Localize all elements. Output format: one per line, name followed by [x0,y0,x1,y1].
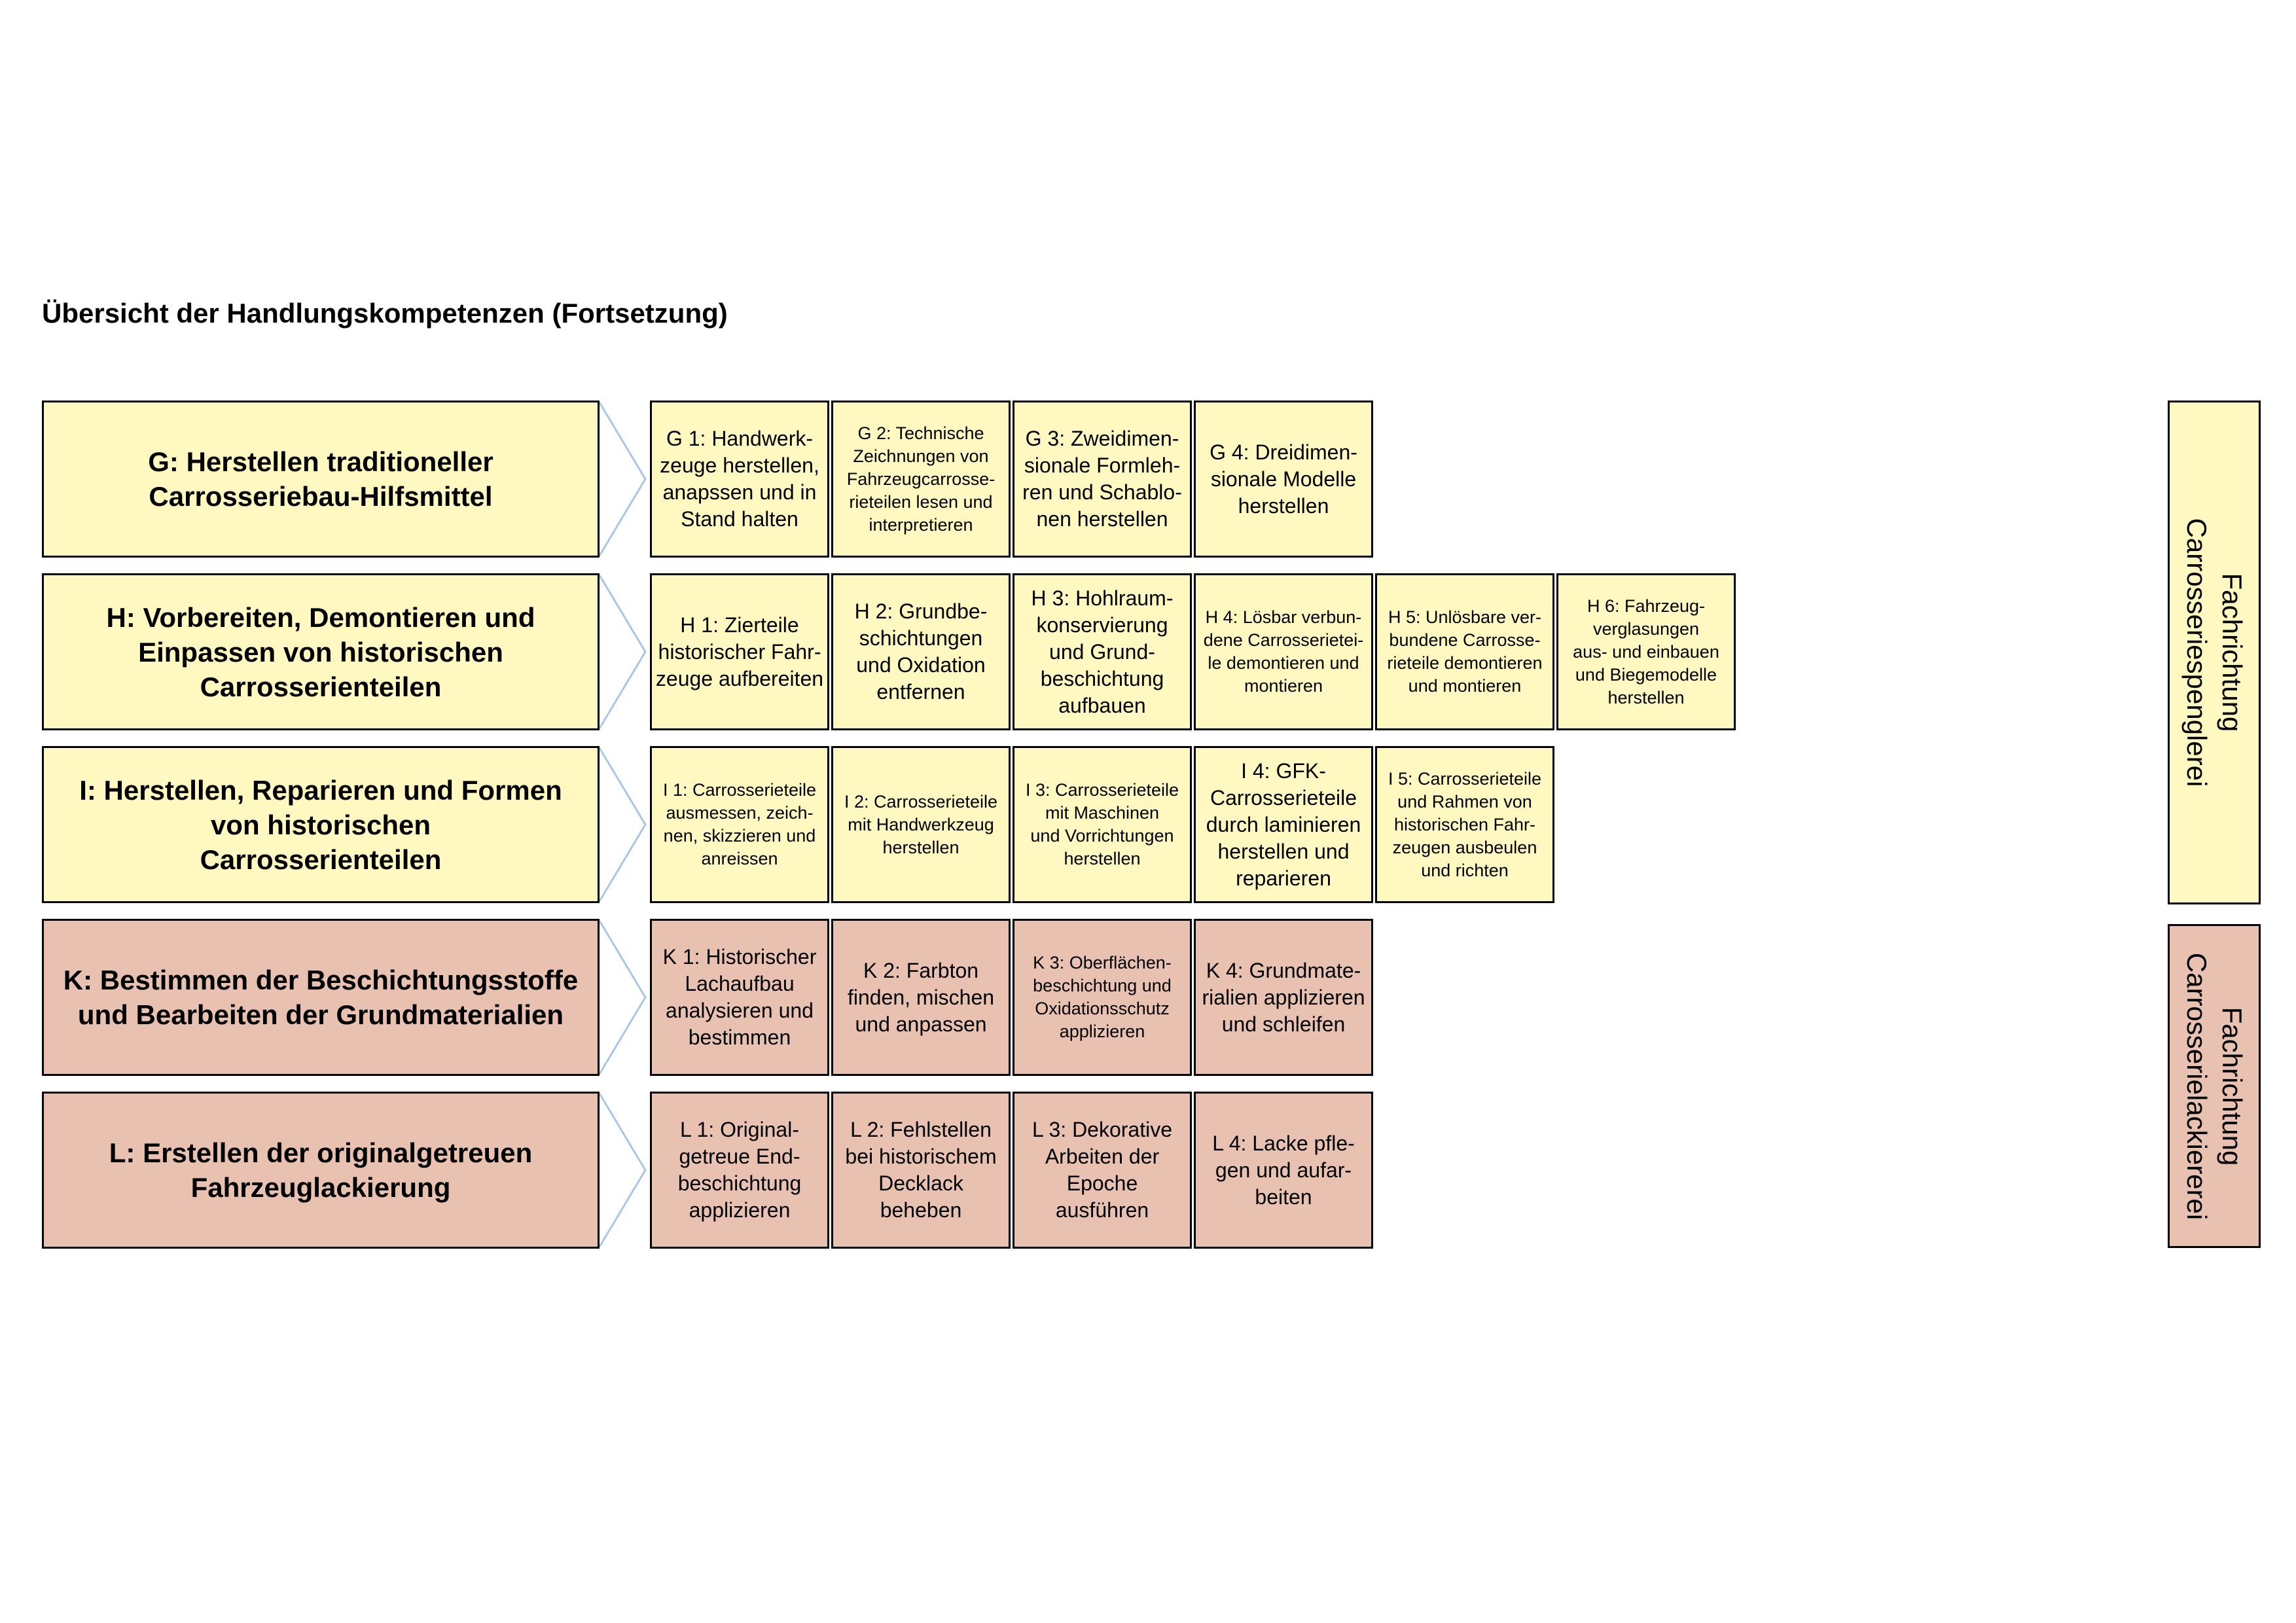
competency-box: K 3: Oberflächen- beschichtung und Oxida… [1013,919,1192,1076]
competency-box: H 5: Unlösbare ver- bundene Carrosse- ri… [1375,573,1554,730]
competency-row: G: Herstellen traditioneller Carrosserie… [0,401,2296,558]
connector-chevron [600,1093,647,1247]
competency-box: H 4: Lösbar verbun- dene Carrosserietei-… [1194,573,1373,730]
connector-chevron [600,920,647,1075]
competency-box: H 3: Hohlraum- konservierung und Grund- … [1013,573,1192,730]
competency-box: H 6: Fahrzeug- verglasungen aus- und ein… [1556,573,1736,730]
competency-row: K: Bestimmen der Beschichtungsstoffe und… [0,919,2296,1076]
competency-box: K 4: Grundmate- rialien applizieren und … [1194,919,1373,1076]
specialization-label: Fachrichtung Carrosserielackiererei [2181,952,2248,1220]
competency-box: L 2: Fehlstellen bei historischem Deckla… [831,1092,1011,1249]
connector-chevron [600,575,647,729]
competency-box: H 2: Grundbe- schichtungen und Oxidation… [831,573,1011,730]
competency-box: G 4: Dreidimen- sionale Modelle herstell… [1194,401,1373,558]
competency-box: I 1: Carrosserieteile ausmessen, zeich- … [650,746,829,903]
area-box: K: Bestimmen der Beschichtungsstoffe und… [42,919,600,1076]
competency-box: K 2: Farbton finden, mischen und anpasse… [831,919,1011,1076]
specialization-label: Fachrichtung Carrosseriespenglerei [2181,518,2248,787]
competency-box: G 2: Technische Zeichnungen von Fahrzeug… [831,401,1011,558]
competency-row: L: Erstellen der originalgetreuen Fahrze… [0,1092,2296,1249]
competency-box: I 4: GFK- Carrosserieteile durch laminie… [1194,746,1373,903]
connector-chevron [600,747,647,902]
competency-row: I: Herstellen, Reparieren und Formen von… [0,746,2296,903]
competency-box: G 3: Zweidimen- sionale Formleh- ren und… [1013,401,1192,558]
competency-box: K 1: Historischer Lachaufbau analysieren… [650,919,829,1076]
competency-box: H 1: Zierteile historischer Fahr- zeuge … [650,573,829,730]
competency-box: L 1: Original- getreue End- beschichtung… [650,1092,829,1249]
specialization-carrosseriespenglerei: Fachrichtung Carrosseriespenglerei [2168,401,2261,904]
connector-chevron [600,402,647,556]
competency-box: I 5: Carrosserieteile und Rahmen von his… [1375,746,1554,903]
area-box: G: Herstellen traditioneller Carrosserie… [42,401,600,558]
competency-box: I 2: Carrosserieteile mit Handwerkzeug h… [831,746,1011,903]
area-box: L: Erstellen der originalgetreuen Fahrze… [42,1092,600,1249]
area-box: I: Herstellen, Reparieren und Formen von… [42,746,600,903]
competency-row: H: Vorbereiten, Demontieren und Einpasse… [0,573,2296,730]
competency-box: L 3: Dekorative Arbeiten der Epoche ausf… [1013,1092,1192,1249]
area-box: H: Vorbereiten, Demontieren und Einpasse… [42,573,600,730]
competency-box: L 4: Lacke pfle- gen und aufar- beiten [1194,1092,1373,1249]
specialization-carrosserielackiererei: Fachrichtung Carrosserielackiererei [2168,924,2261,1248]
competency-box: I 3: Carrosserieteile mit Maschinen und … [1013,746,1192,903]
page-title: Übersicht der Handlungskompetenzen (Fort… [42,298,728,329]
competency-box: G 1: Handwerk- zeuge herstellen, anapsse… [650,401,829,558]
